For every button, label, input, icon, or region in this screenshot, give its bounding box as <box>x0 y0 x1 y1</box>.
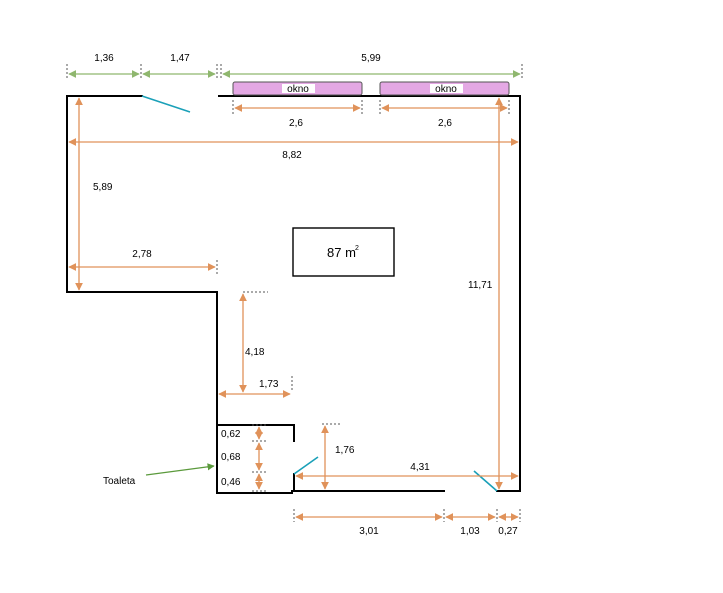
window-right-label: okno <box>435 84 457 95</box>
dim-left-width: 2,78 <box>132 249 152 260</box>
dim-toilet-c: 0,46 <box>221 477 241 488</box>
dim-bottom-a: 3,01 <box>359 526 379 537</box>
door-toilet <box>293 456 319 475</box>
dimension-lines <box>68 70 521 521</box>
window-right: okno <box>379 81 510 96</box>
window-left-label: okno <box>287 84 309 95</box>
window-left: okno <box>232 81 363 96</box>
dim-left-height: 5,89 <box>93 182 113 193</box>
dim-toilet-b: 0,68 <box>221 452 241 463</box>
dim-inner-height: 4,18 <box>245 347 265 358</box>
dim-bottom-b: 1,03 <box>460 526 480 537</box>
dim-top-mid: 1,47 <box>170 53 190 64</box>
toilet-label: Toaleta <box>103 476 136 487</box>
door-entrance <box>473 470 498 492</box>
dim-top-right: 5,99 <box>361 53 381 64</box>
door-top <box>141 95 191 113</box>
dim-inner-width: 1,73 <box>259 379 279 390</box>
dim-toilet-a: 0,62 <box>221 429 241 440</box>
dim-bottom-right-wall: 4,31 <box>410 462 430 473</box>
extension-lines <box>66 64 523 522</box>
walls <box>66 95 521 494</box>
dim-entry-height: 1,76 <box>335 445 355 456</box>
dim-top-left: 1,36 <box>94 53 114 64</box>
dim-window-left: 2,6 <box>289 118 303 129</box>
area-unit-sup: 2 <box>355 245 359 252</box>
dimension-labels: 1,36 1,47 5,99 2,6 2,6 8,82 5,89 2,78 11… <box>93 53 518 537</box>
dim-window-right: 2,6 <box>438 118 452 129</box>
dim-bottom-c: 0,27 <box>498 526 518 537</box>
dim-width-total: 8,82 <box>282 150 302 161</box>
area-value: 87 m <box>327 245 356 260</box>
dim-right-height: 11,71 <box>468 280 493 291</box>
doors <box>141 95 498 492</box>
area-box: 87 m 2 <box>292 227 395 277</box>
toilet-callout: Toaleta <box>103 463 215 487</box>
